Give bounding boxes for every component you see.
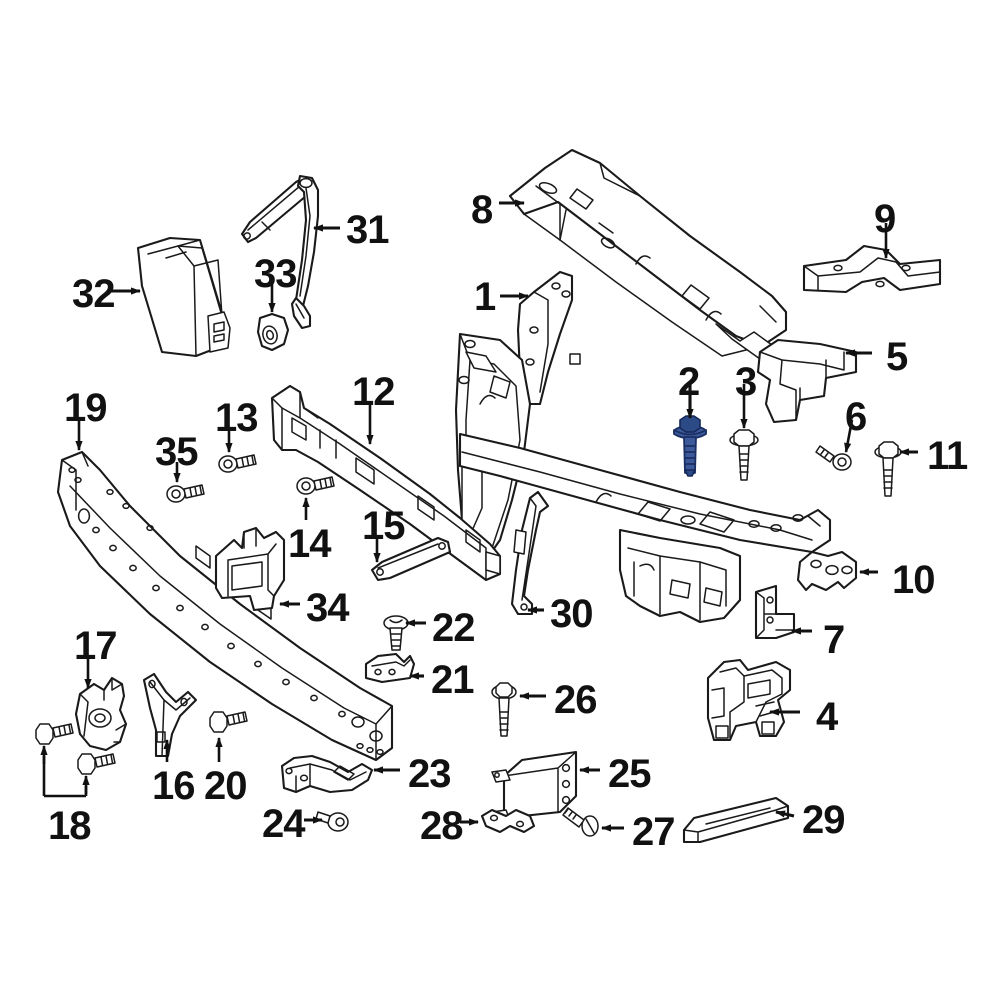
callout-32[interactable]: 32 [72,272,115,316]
part-31-hood-support-strut [240,174,320,330]
callout-29[interactable]: 29 [802,798,845,842]
callout-34[interactable]: 34 [306,586,349,630]
part-3-hex-flange-bolt [729,429,759,481]
part-12-lower-tie-bar [270,384,502,582]
part-19-bumper-reinforcement [56,450,394,762]
part-2-flange-bolt-highlighted [673,415,707,477]
callout-26[interactable]: 26 [554,678,597,722]
callout-27[interactable]: 27 [632,810,675,854]
callout-14[interactable]: 14 [288,522,331,566]
callout-11[interactable]: 11 [927,434,968,478]
part-6-shoulder-bolt [815,445,852,471]
callout-3[interactable]: 3 [735,360,757,404]
part-10-mounting-plate [796,550,858,592]
callout-17[interactable]: 17 [74,624,117,668]
callout-8[interactable]: 8 [471,188,493,232]
callout-23[interactable]: 23 [408,752,451,796]
part-30-hood-latch-rod [510,490,550,616]
part-15-strut-rod [370,536,452,582]
callout-13[interactable]: 13 [215,396,258,440]
part-8-upper-tie-bar [508,148,788,360]
callout-16[interactable]: 16 [152,764,195,808]
callout-1[interactable]: 1 [474,275,496,319]
part-22-tapping-screw [383,615,409,651]
callout-15[interactable]: 15 [362,504,405,548]
callout-7[interactable]: 7 [823,618,845,662]
part-17-headlight-mount [74,676,128,752]
part-4-engine-mount-bracket [706,658,792,742]
part-13-flanged-screw [218,454,257,473]
part-7-angle-bracket [754,584,796,640]
callout-18[interactable]: 18 [48,804,91,848]
part-16-y-bracket [142,672,198,758]
part-29-rubber-bar-pad [682,796,790,844]
part-18-bolt-b [77,753,116,775]
part-23-curved-bracket [280,754,374,794]
part-21-small-bracket [364,652,416,684]
callout-33[interactable]: 33 [254,252,297,296]
callout-19[interactable]: 19 [64,386,107,430]
part-11-hex-bolt-long [874,441,902,497]
callout-10[interactable]: 10 [892,558,935,602]
part-28-flat-link-plate [480,808,536,834]
callout-24[interactable]: 24 [262,802,305,846]
part-27-washer-screw [562,807,599,837]
leader-lines [40,199,918,832]
callout-20[interactable]: 20 [204,764,247,808]
callout-22[interactable]: 22 [432,606,475,650]
part-33-grommet-bushing [256,312,290,352]
callout-31[interactable]: 31 [346,208,389,252]
part-5-support-bracket [756,338,858,424]
part-26-long-hex-bolt [491,682,517,737]
callout-4[interactable]: 4 [816,695,838,739]
callout-25[interactable]: 25 [608,752,651,796]
part-20-hex-washer-screw [209,711,248,733]
callout-6[interactable]: 6 [845,395,867,439]
part-25-box-bracket [491,750,578,823]
callout-35[interactable]: 35 [155,430,198,474]
part-24-pin-clip [315,811,349,832]
callout-9[interactable]: 9 [874,197,896,241]
part-18-bolt-a [35,723,74,745]
part-1-radiator-support [454,270,832,624]
callout-30[interactable]: 30 [550,592,593,636]
callout-28[interactable]: 28 [420,804,463,848]
callout-2[interactable]: 2 [678,360,700,404]
part-35-flanged-screw [166,484,205,503]
part-9-crossmember-bracket [802,244,942,294]
part-14-flanged-screw [296,476,335,495]
part-32-distance-sensor [136,236,231,358]
callout-12[interactable]: 12 [352,370,395,414]
part-34-bracket [214,526,286,612]
callout-5[interactable]: 5 [886,335,908,379]
callout-21[interactable]: 21 [431,658,474,702]
